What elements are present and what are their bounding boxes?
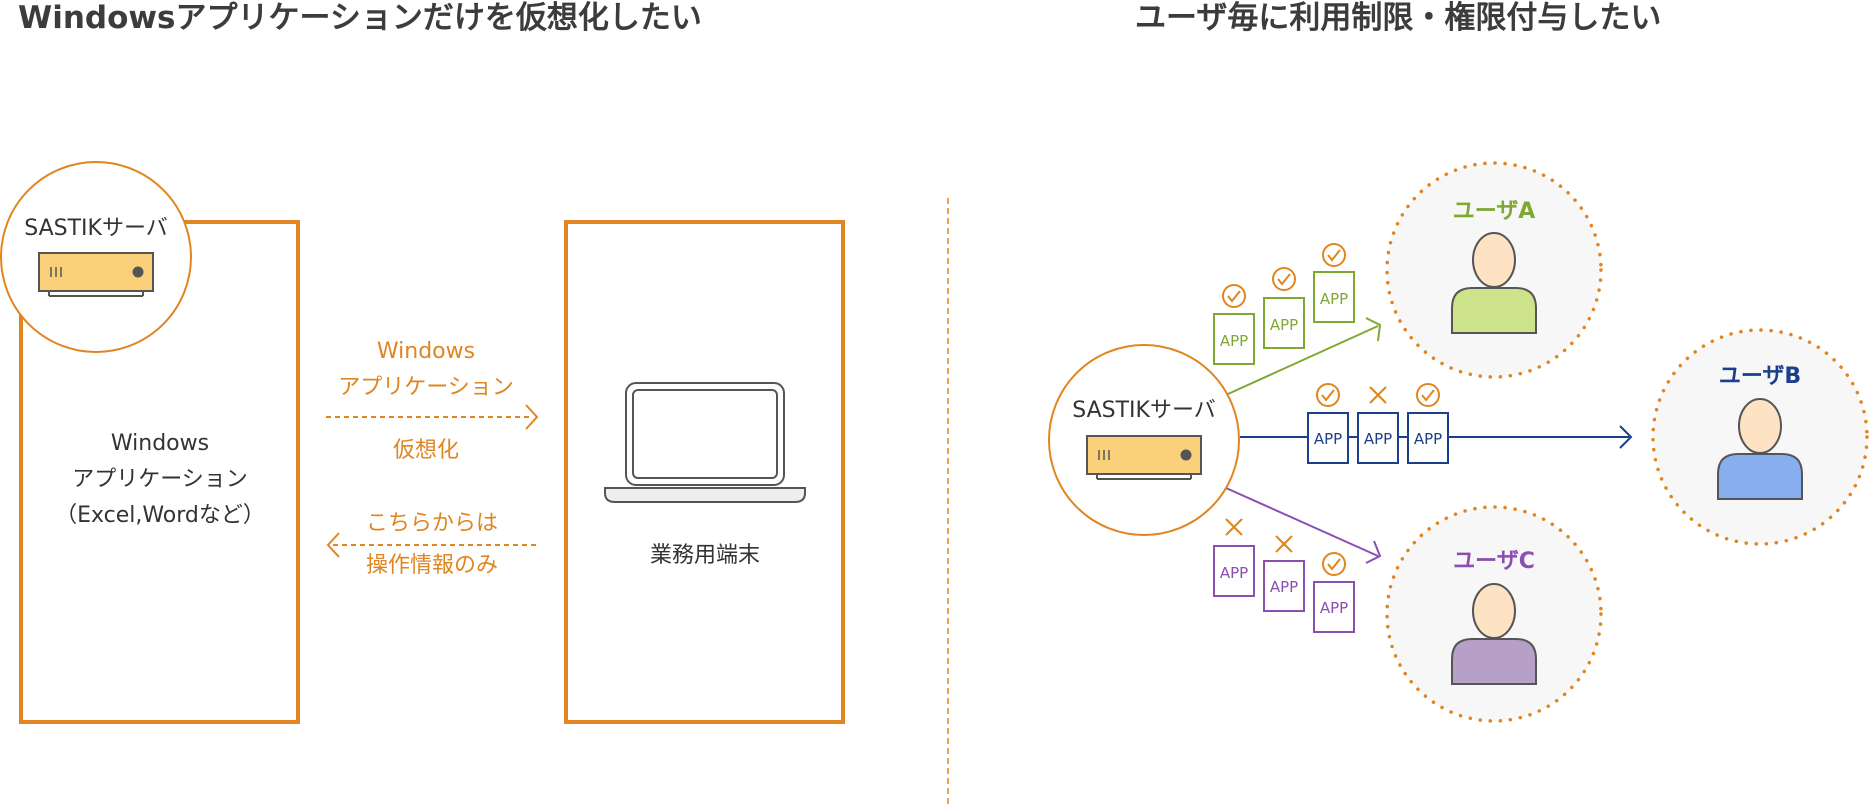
app-label: APP — [1270, 578, 1298, 596]
user-a-person-icon — [1451, 232, 1537, 334]
cross-icon — [1225, 518, 1243, 536]
flow-line-user-a — [1227, 325, 1379, 395]
app-label: APP — [1220, 332, 1248, 350]
check-icon — [1272, 267, 1296, 291]
right-title: ユーザ毎に利用制限・権限付与したい — [1135, 0, 1661, 36]
user-c-name: ユーザC — [1453, 549, 1535, 574]
left-server-label: SASTIKサーバ — [24, 216, 168, 241]
app-label: APP — [1220, 564, 1248, 582]
check-icon — [1222, 284, 1246, 308]
right-server-label: SASTIKサーバ — [1072, 398, 1216, 423]
app-label: APP — [1314, 430, 1342, 448]
user-c-person-icon — [1451, 583, 1537, 685]
operation-arrowhead — [326, 532, 340, 558]
terminal-box — [564, 220, 845, 724]
bottom-arrow-line-1: こちらからは — [366, 511, 498, 536]
user-b-node: ユーザB — [1651, 328, 1869, 546]
app-tile: APP — [1213, 518, 1255, 597]
check-icon — [1322, 243, 1346, 267]
app-box-line-3: （Excel,Wordなど） — [55, 503, 265, 528]
app-label: APP — [1270, 316, 1298, 334]
user-a-node: ユーザA — [1385, 161, 1603, 379]
app-box-line-2: アプリケーション — [72, 467, 248, 492]
user-a-apps: APP APP APP — [1213, 243, 1355, 365]
left-title: Windowsアプリケーションだけを仮想化したい — [18, 0, 702, 36]
app-label: APP — [1320, 290, 1348, 308]
top-arrow-sub: 仮想化 — [393, 438, 459, 463]
left-server-icon — [38, 252, 154, 297]
top-arrow-line-2: アプリケーション — [338, 375, 514, 400]
user-a-name: ユーザA — [1453, 199, 1536, 224]
virtualize-arrowhead — [525, 404, 539, 430]
user-b-name: ユーザB — [1719, 364, 1801, 389]
terminal-label: 業務用端末 — [650, 543, 760, 568]
user-c-node: ユーザC — [1385, 505, 1603, 723]
app-tile: APP — [1313, 243, 1355, 323]
flow-arrowhead-user-b — [1619, 425, 1633, 449]
app-label: APP — [1364, 430, 1392, 448]
flow-arrowhead-user-a — [1365, 317, 1382, 342]
app-tile: APP — [1263, 267, 1305, 349]
check-icon — [1416, 383, 1440, 407]
check-icon — [1322, 552, 1346, 576]
laptop-icon — [604, 382, 806, 503]
app-tile: APP — [1407, 383, 1449, 464]
top-arrow-line-1: Windows — [377, 339, 475, 364]
right-server-icon — [1086, 435, 1202, 480]
app-tile: APP — [1213, 284, 1255, 365]
cross-icon — [1275, 535, 1293, 553]
app-label: APP — [1414, 430, 1442, 448]
app-box-line-1: Windows — [111, 431, 209, 456]
user-b-person-icon — [1717, 398, 1803, 500]
app-tile: APP — [1357, 386, 1399, 464]
flow-arrowhead-user-c — [1365, 540, 1382, 564]
app-tile: APP — [1307, 383, 1349, 464]
flow-line-user-c — [1225, 487, 1379, 557]
user-b-apps: APP APP APP — [1307, 383, 1449, 464]
app-tile: APP — [1263, 535, 1305, 612]
bottom-arrow-line-2: 操作情報のみ — [366, 553, 498, 578]
check-icon — [1316, 383, 1340, 407]
user-c-apps: APP APP APP — [1213, 518, 1355, 633]
cross-icon — [1369, 386, 1387, 404]
app-label: APP — [1320, 599, 1348, 617]
app-tile: APP — [1313, 552, 1355, 633]
